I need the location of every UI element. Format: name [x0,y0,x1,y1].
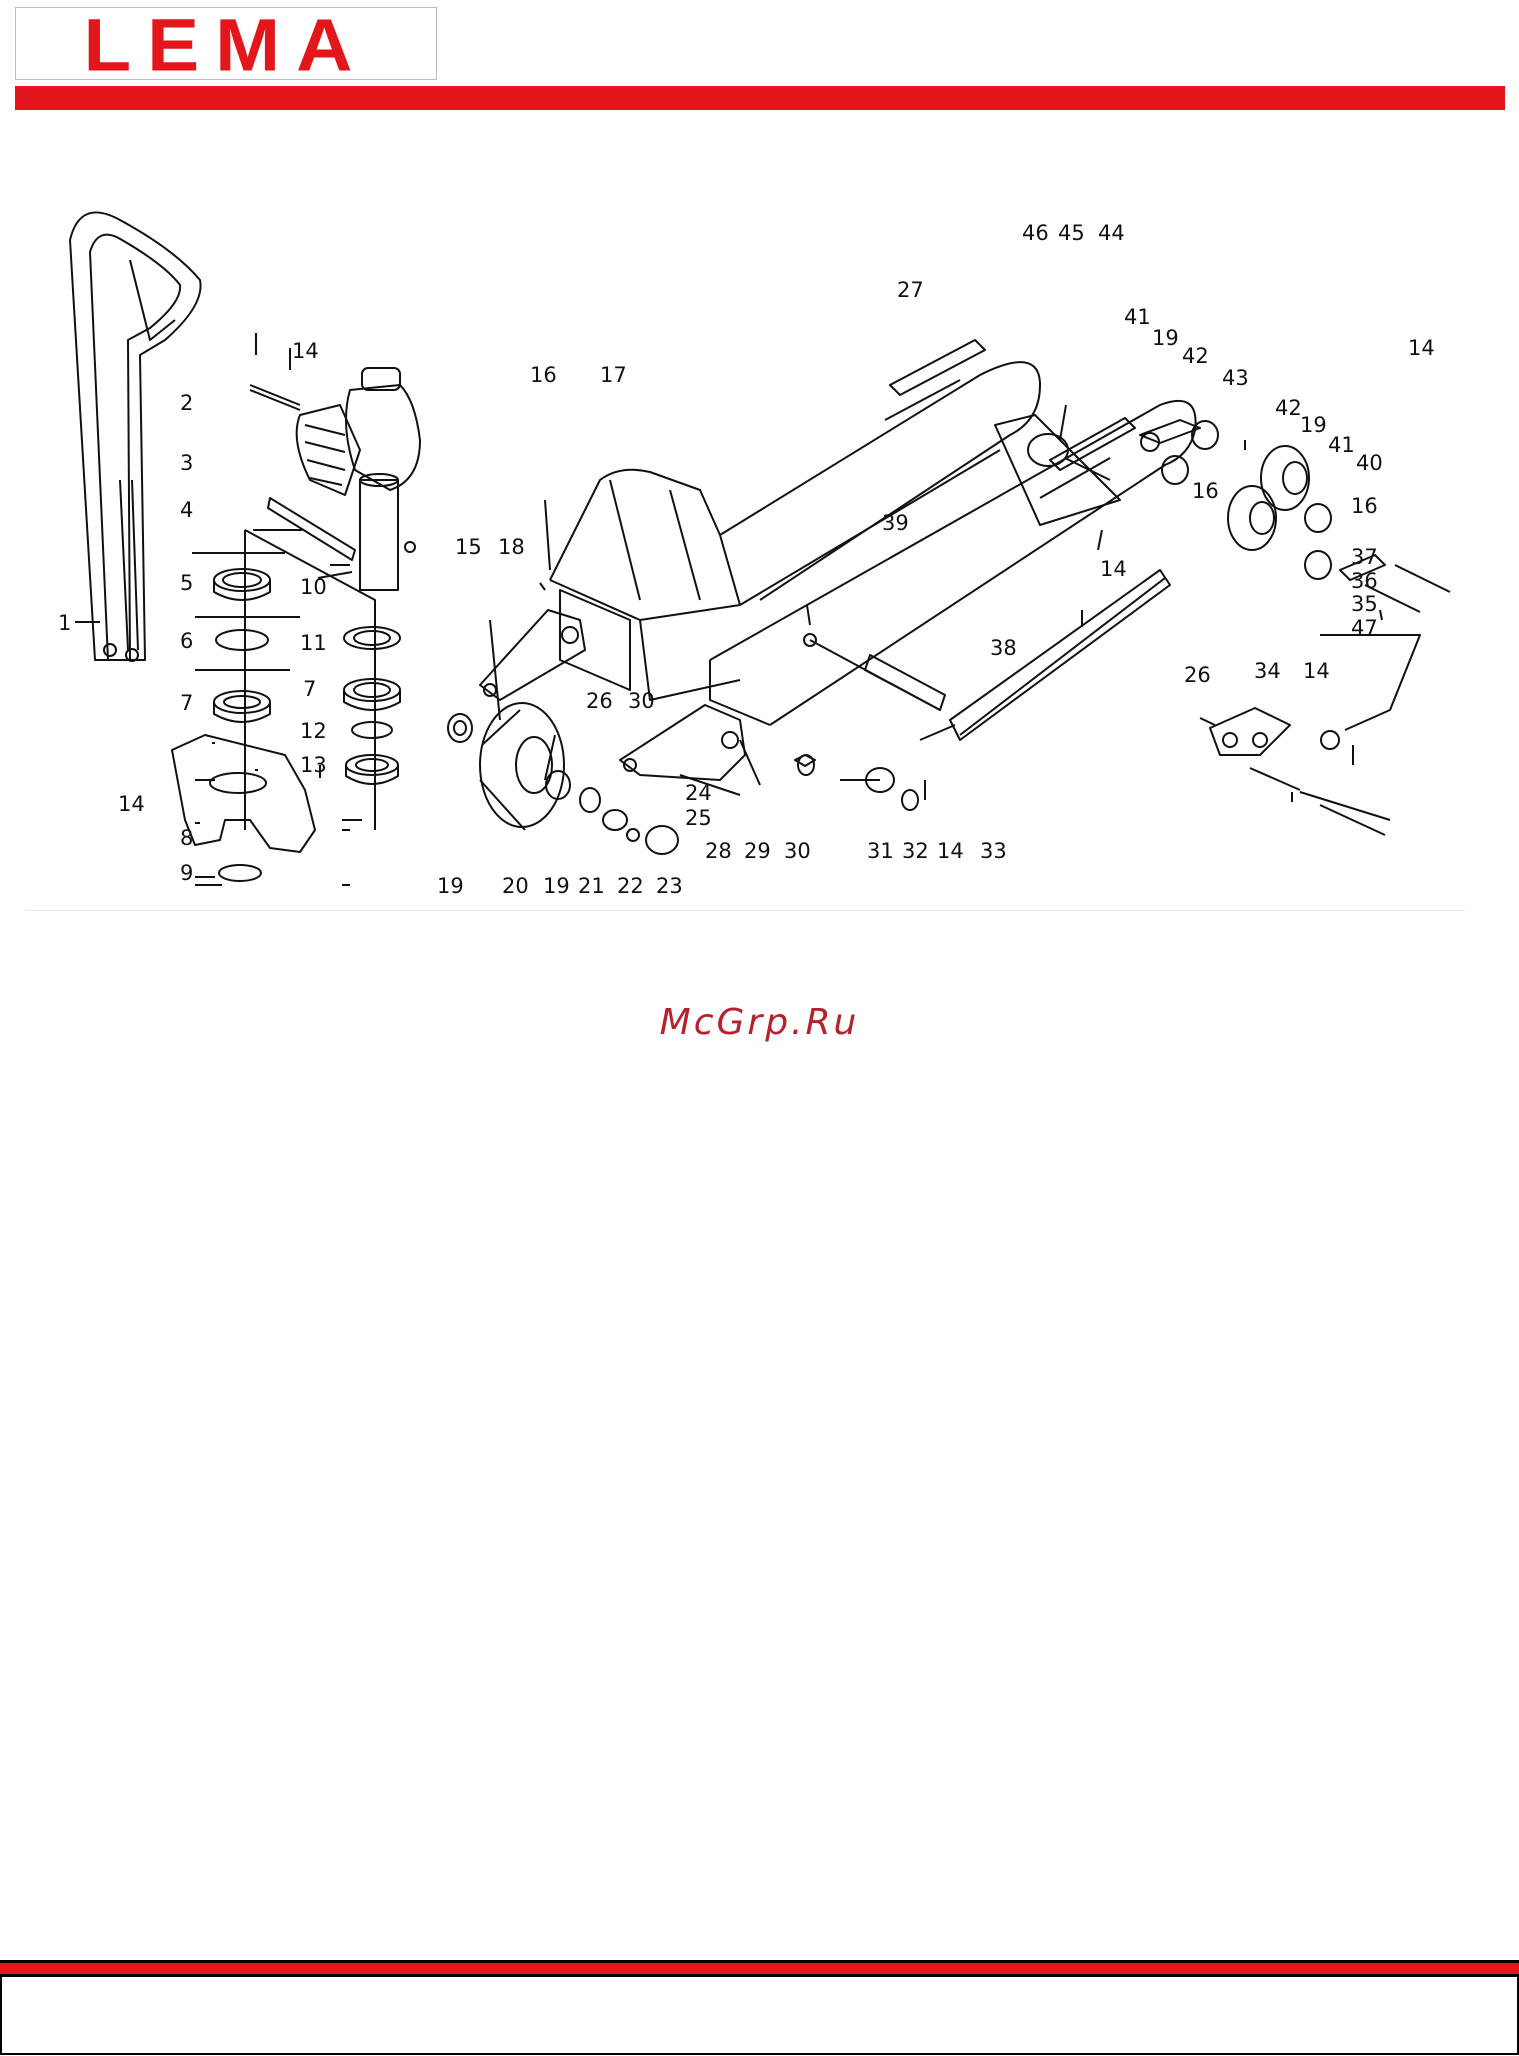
label-14a: 14 [292,339,319,363]
label-10: 10 [300,575,327,599]
label-17: 17 [600,363,627,387]
label-22: 22 [617,874,644,898]
label-6: 6 [180,629,193,653]
label-35: 35 [1351,592,1378,616]
label-34: 34 [1254,659,1281,683]
pump-unit [250,368,420,590]
label-33: 33 [980,839,1007,863]
label-26b: 26 [1184,663,1211,687]
label-42b: 42 [1275,396,1302,420]
label-40: 40 [1356,451,1383,475]
label-15: 15 [455,535,482,559]
steer-wheels [448,703,678,854]
label-45: 45 [1058,221,1085,245]
label-2: 2 [180,391,193,415]
label-39: 39 [882,511,909,535]
footer-red-bar [0,1963,1519,1977]
label-38: 38 [990,636,1017,660]
lema-logo: LEMA [15,7,437,80]
label-23: 23 [656,874,683,898]
footer [0,1960,1519,2056]
label-29: 29 [744,839,771,863]
label-18: 18 [498,535,525,559]
label-19d: 19 [1300,413,1327,437]
label-16c: 16 [1351,494,1378,518]
label-32: 32 [902,839,929,863]
label-41a: 41 [1124,305,1151,329]
part-number-labels: 1 2 3 4 5 6 7 7 8 9 10 11 12 13 14 14 14… [58,221,1435,898]
label-19a: 19 [437,874,464,898]
label-14e: 14 [1303,659,1330,683]
diagram-divider [25,910,1465,911]
label-19b: 19 [543,874,570,898]
label-25: 25 [685,806,712,830]
label-42a: 42 [1182,344,1209,368]
footer-box [0,1977,1519,2055]
label-36: 36 [1351,569,1378,593]
label-30a: 30 [628,689,655,713]
label-19c: 19 [1152,326,1179,350]
label-11: 11 [300,631,327,655]
label-28: 28 [705,839,732,863]
roll-pins [256,333,1382,802]
label-16a: 16 [530,363,557,387]
label-14b: 14 [118,792,145,816]
label-21: 21 [578,874,605,898]
label-4: 4 [180,498,193,522]
label-31: 31 [867,839,894,863]
label-12: 12 [300,719,327,743]
exploded-parts-diagram: 1 2 3 4 5 6 7 7 8 9 10 11 12 13 14 14 14… [0,180,1519,920]
watermark-text: McGrp.Ru [0,1002,1519,1043]
label-30b: 30 [784,839,811,863]
label-8: 8 [180,826,193,850]
label-20: 20 [502,874,529,898]
label-1: 1 [58,611,71,635]
push-rods [795,570,1170,810]
label-14c: 14 [1100,557,1127,581]
label-7a: 7 [180,691,193,715]
label-37: 37 [1351,545,1378,569]
label-14f: 14 [937,839,964,863]
label-41b: 41 [1328,433,1355,457]
label-16b: 16 [1192,479,1219,503]
label-44: 44 [1098,221,1125,245]
yoke-part [172,735,315,881]
label-26a: 26 [586,689,613,713]
label-5: 5 [180,571,193,595]
label-3: 3 [180,451,193,475]
label-47: 47 [1351,616,1378,640]
label-7b: 7 [303,677,316,701]
load-rollers [995,415,1450,835]
logo-text: LEMA [16,10,436,77]
label-9: 9 [180,861,193,885]
header-red-bar [15,86,1505,110]
label-13: 13 [300,753,327,777]
label-46: 46 [1022,221,1049,245]
chassis-frame [550,340,1196,725]
label-27: 27 [897,278,924,302]
label-43: 43 [1222,366,1249,390]
label-24: 24 [685,781,712,805]
label-14d: 14 [1408,336,1435,360]
